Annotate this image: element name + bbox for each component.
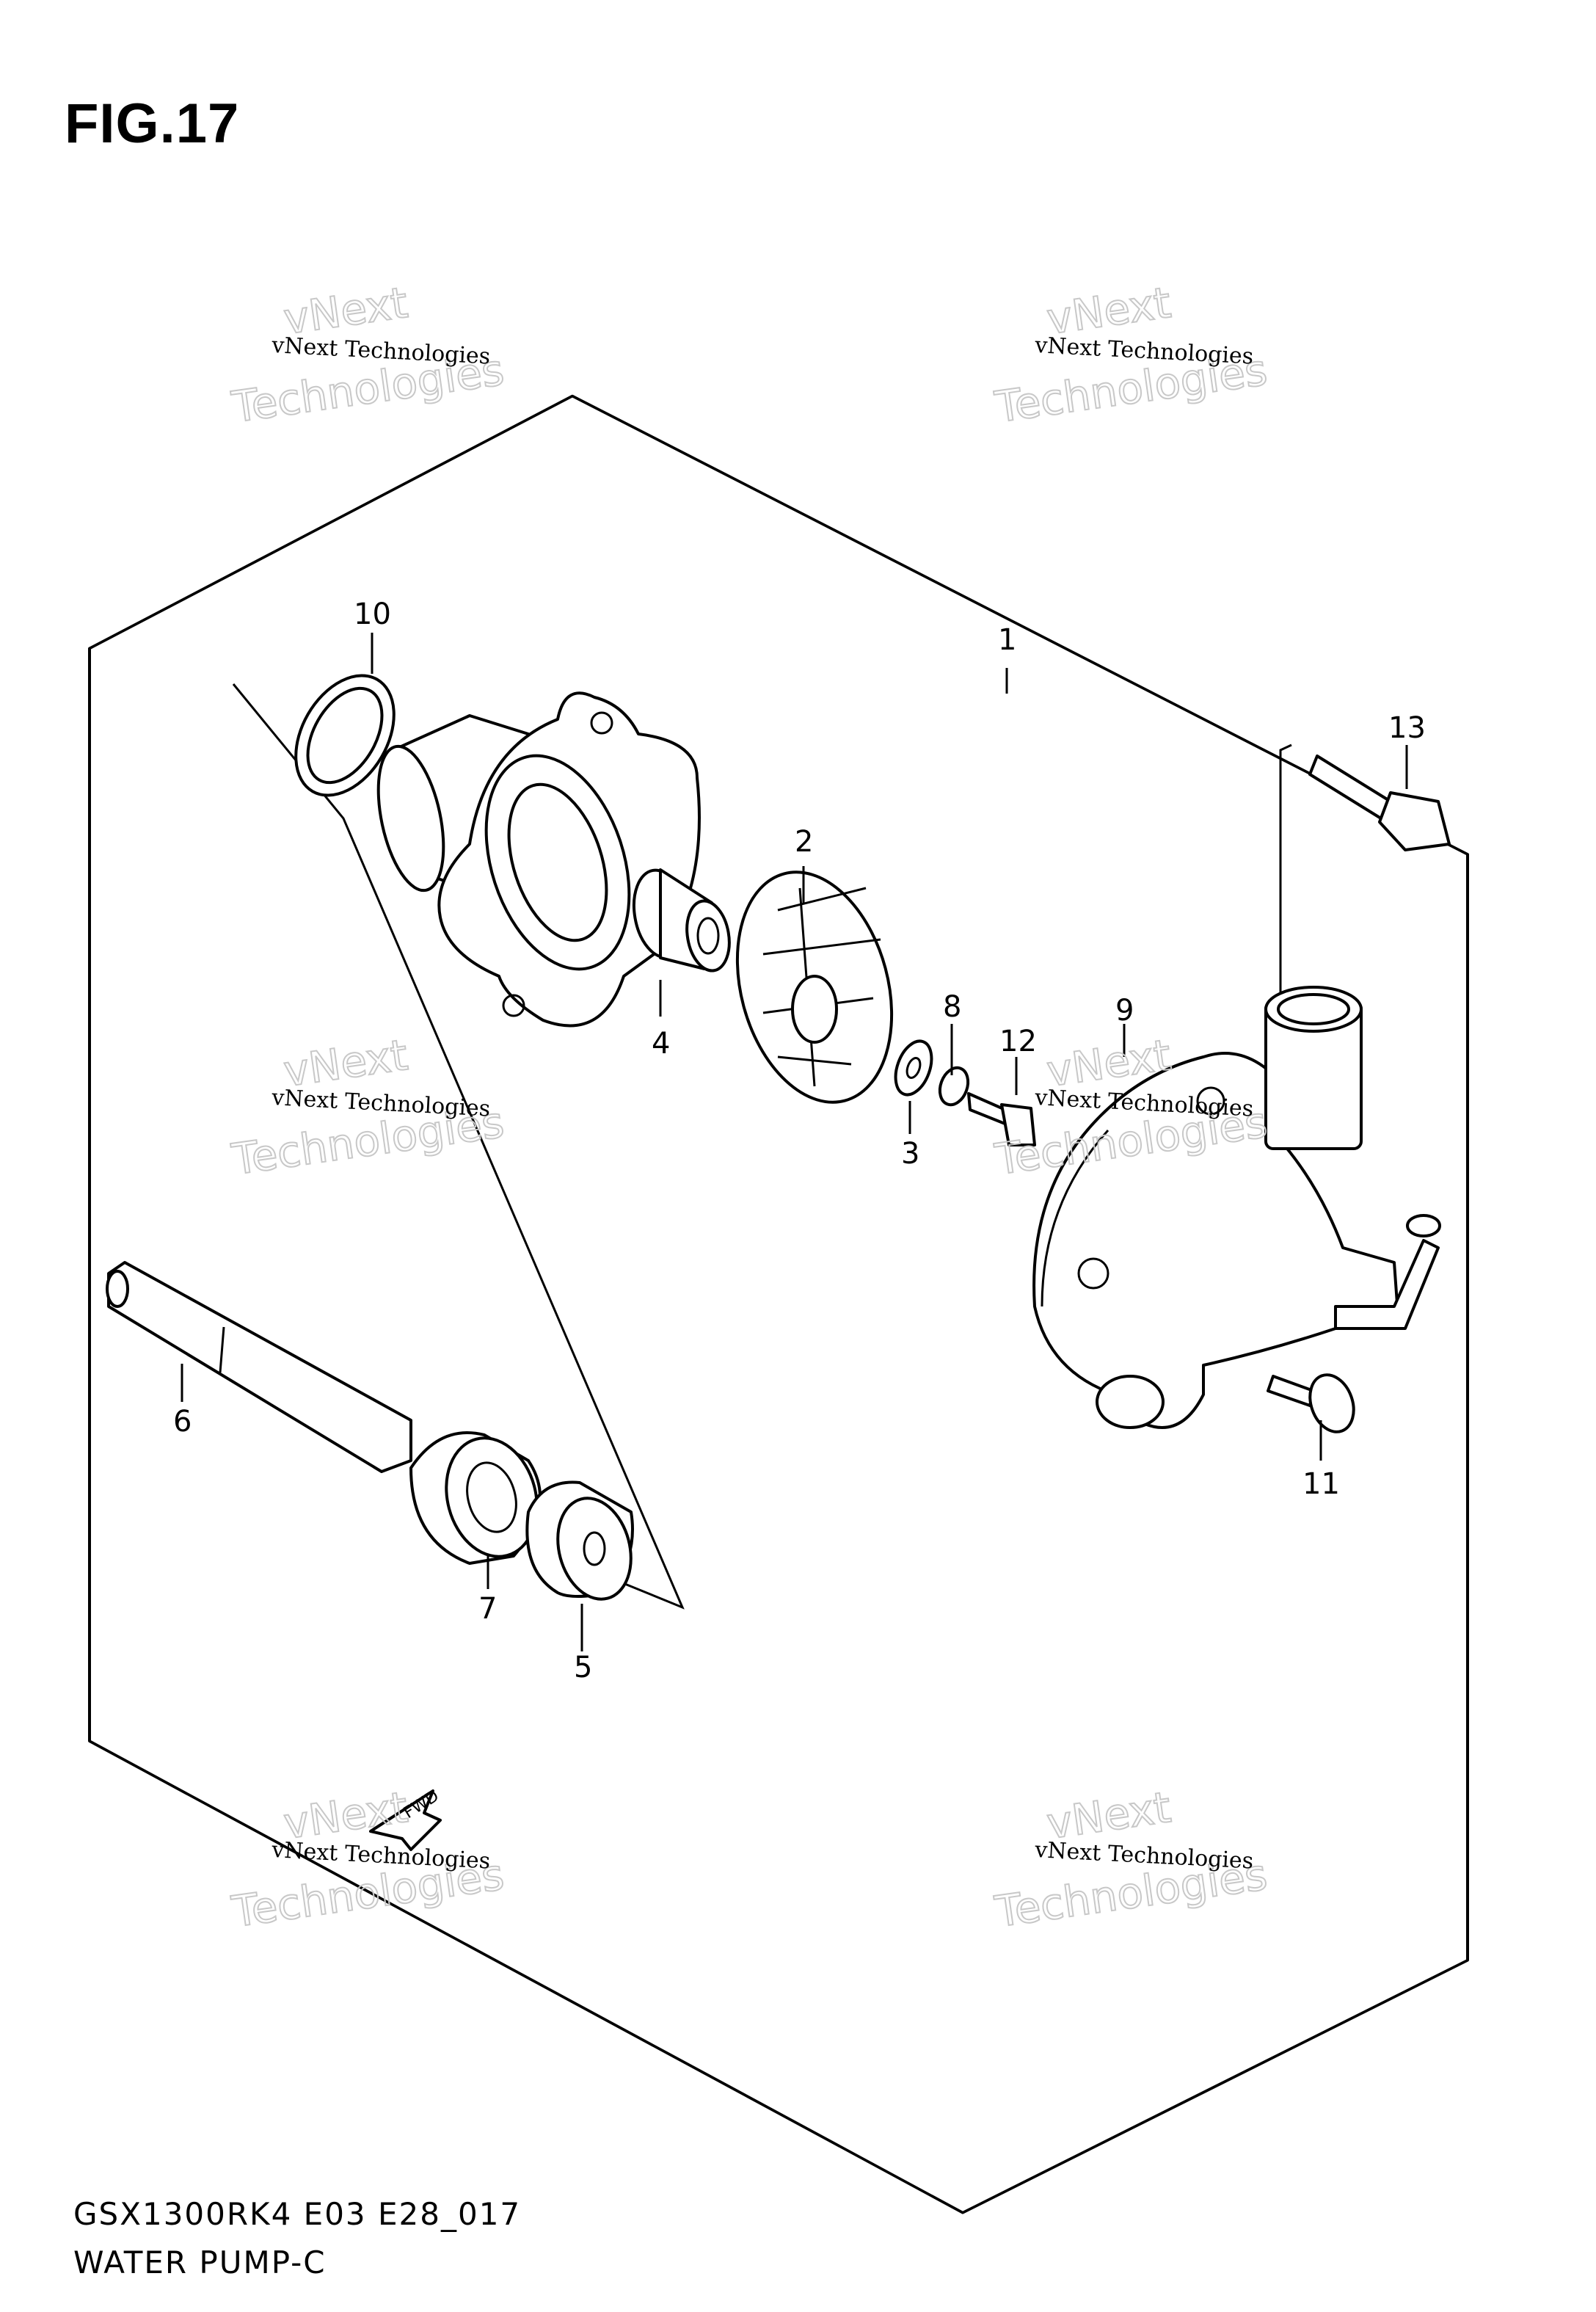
impeller-2 [735,870,894,1104]
watermark-bottom-left: vNext Technologies vNext Technologies [227,1781,507,1938]
shaft-6 [106,1261,412,1473]
callout-10: 10 [354,597,391,631]
callout-13: 13 [1388,711,1426,745]
callout-1: 1 [998,623,1016,657]
watermark-bottom-right: vNext Technologies vNext Technologies [991,1781,1270,1938]
figure-code: GSX1300RK4 E03 E28_017 [73,2196,522,2232]
callout-11: 11 [1302,1467,1340,1501]
assembly-boundary [88,394,1469,2214]
callout-8: 8 [943,990,961,1024]
shaft-axis-line [232,683,685,1610]
bolt-13 [1308,755,1451,851]
callout-5: 5 [574,1651,592,1684]
seal-4 [632,868,731,973]
callout-leaders [181,633,1408,1651]
bearing-7 [409,1431,542,1565]
callout-3: 3 [901,1137,919,1171]
figure-name: WATER PUMP-C [73,2244,327,2280]
screw-11 [1267,1373,1355,1433]
callout-9: 9 [1115,994,1134,1028]
callout-2: 2 [795,825,813,859]
callout-7: 7 [478,1592,497,1626]
watermark-top-right: vNext Technologies vNext Technologies [991,277,1270,433]
callout-12: 12 [999,1025,1037,1058]
pump-body [1032,986,1441,1429]
figure-title: FIG.17 [65,92,240,155]
washer-8 [938,1066,970,1107]
callout-4: 4 [652,1027,670,1061]
bolt-12 [967,1092,1036,1146]
seal-housing [376,691,701,1028]
callout-6: 6 [173,1405,192,1439]
oil-seal-5 [525,1480,634,1601]
washer-3 [894,1039,933,1097]
watermark-top-left: vNext Technologies vNext Technologies [227,277,507,433]
o-ring-10 [294,674,396,797]
watermark-middle-left: vNext Technologies vNext Technologies [227,1029,507,1185]
